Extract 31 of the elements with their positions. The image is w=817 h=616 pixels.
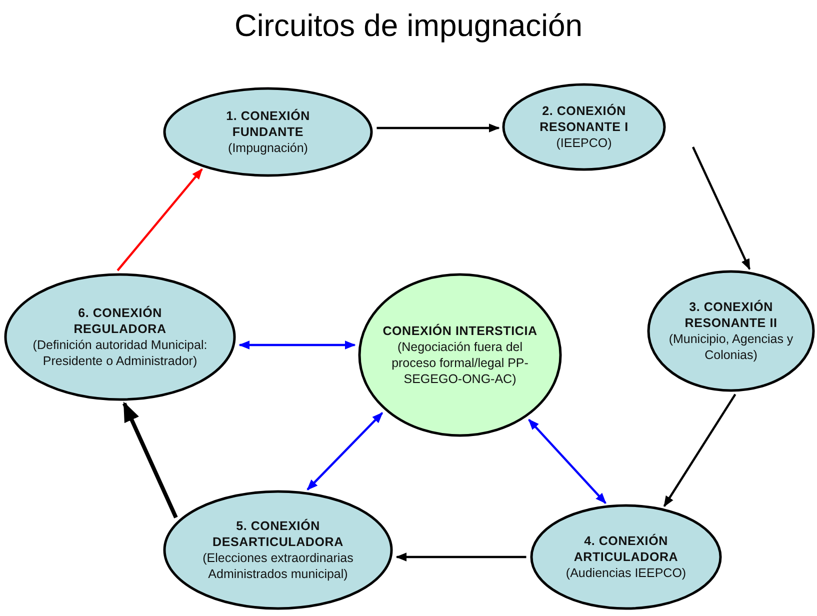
node-description: (Audiencias IEEPCO) <box>566 565 686 581</box>
diagram-title: Circuitos de impugnación <box>233 8 584 44</box>
node-heading: 5. CONEXIÓN DESARTICULADORA <box>212 518 344 550</box>
ellipse-node <box>647 270 815 392</box>
node-heading: 4. CONEXIÓN ARTICULADORA <box>572 533 680 565</box>
arrow <box>116 168 203 272</box>
node-description: (Impugnación) <box>228 140 308 156</box>
arrow <box>396 552 526 562</box>
ellipse-node <box>530 504 722 610</box>
ellipse-node <box>502 83 666 171</box>
node-heading: 2. CONEXIÓN RESONANTE I <box>538 103 630 135</box>
double-arrow <box>528 418 606 504</box>
node-heading: 6. CONEXIÓN REGULADORA <box>72 305 168 337</box>
double-arrow <box>306 412 384 490</box>
node-heading: 3. CONEXIÓN RESONANTE II <box>684 299 778 331</box>
node-description: (IEEPCO) <box>556 135 612 151</box>
arrow <box>122 402 178 518</box>
node-description: (Definición autoridad Municipal: Presidente o Administrador) <box>32 337 208 369</box>
ellipse-node <box>163 87 373 177</box>
arrow <box>663 394 736 508</box>
ellipse-node <box>358 273 562 437</box>
arrow <box>692 146 751 270</box>
node-heading: CONEXIÓN INTERSTICIA <box>382 323 538 339</box>
ellipse-node <box>163 490 393 610</box>
arrow <box>376 124 500 132</box>
node-description: (Municipio, Agencias y Colonias) <box>668 331 794 363</box>
double-arrow <box>238 340 356 350</box>
node-description: (Elecciones extraordinarias Administrados municipal) <box>202 550 354 582</box>
ellipse-node <box>4 273 236 401</box>
node-description: (Negociación fuera del proceso formal/legal PP-SEGEGO-ONG-AC) <box>390 339 530 387</box>
node-heading: 1. CONEXIÓN FUNDANTE <box>225 108 311 140</box>
